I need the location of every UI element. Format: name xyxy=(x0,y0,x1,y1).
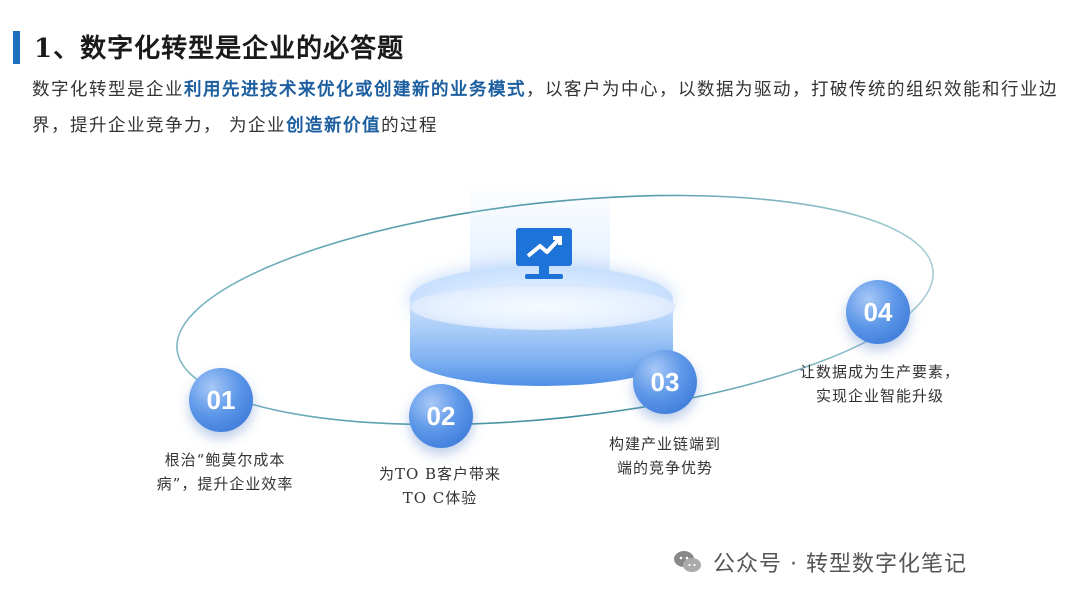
page-title: 1、数字化转型是企业的必答题 xyxy=(34,34,405,64)
node-04-line2: 实现企业智能升级 xyxy=(815,387,944,405)
wechat-icon xyxy=(673,549,703,575)
pedestal-cap xyxy=(410,284,675,330)
node-03-line2: 端的竞争优势 xyxy=(616,459,713,477)
intro-highlight-2: 创造新价值 xyxy=(286,116,382,136)
node-01-line2: 病”，提升企业效率 xyxy=(156,475,294,493)
watermark: 公众号 · 转型数字化笔记 xyxy=(673,546,967,578)
intro-text-1: 数字化转型是企业 xyxy=(32,80,184,100)
node-02-label: 为TO B客户带来 TO C体验 xyxy=(360,462,520,510)
node-02-line1: 为TO B客户带来 xyxy=(378,465,502,483)
watermark-text: 公众号 · 转型数字化笔记 xyxy=(713,552,967,577)
monitor-base xyxy=(525,274,563,279)
intro-text-2: ，以客户为中心，以数据为驱动，打破传统的组织效能和行业边界，提升企业竞争力， 为… xyxy=(32,80,1058,136)
node-01-label: 根治“鲍莫尔成本 病”，提升企业效率 xyxy=(135,448,315,496)
node-01: 01 xyxy=(189,368,253,432)
intro-text-3: 的过程 xyxy=(381,116,439,136)
node-04-line1: 让数据成为生产要素， xyxy=(799,363,960,381)
node-03-line1: 构建产业链端到 xyxy=(608,435,721,453)
node-04-label: 让数据成为生产要素， 实现企业智能升级 xyxy=(790,360,970,408)
node-03-label: 构建产业链端到 端的竞争优势 xyxy=(590,432,740,480)
node-02-line2: TO C体验 xyxy=(402,489,478,507)
monitor-stand xyxy=(539,266,549,274)
node-03: 03 xyxy=(633,350,697,414)
monitor-chart-icon xyxy=(516,228,572,266)
intro-highlight-1: 利用先进技术来优化或创建新的业务模式 xyxy=(184,80,526,100)
title-accent-bar xyxy=(13,31,20,64)
node-04: 04 xyxy=(846,280,910,344)
node-02: 02 xyxy=(409,384,473,448)
node-01-line1: 根治“鲍莫尔成本 xyxy=(164,451,286,469)
intro-paragraph: 数字化转型是企业利用先进技术来优化或创建新的业务模式，以客户为中心，以数据为驱动… xyxy=(32,72,1062,144)
